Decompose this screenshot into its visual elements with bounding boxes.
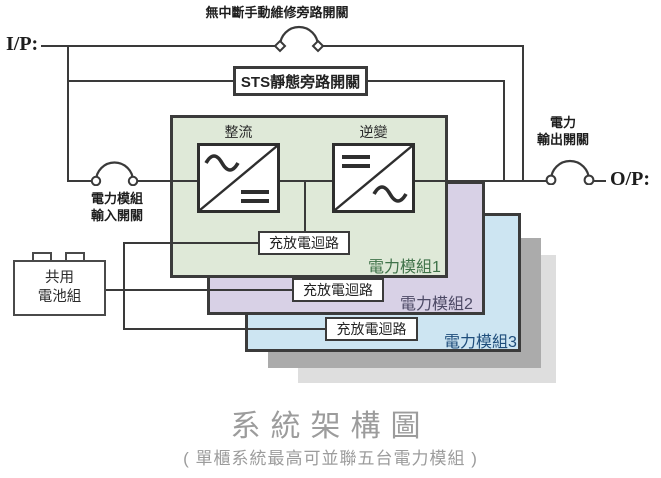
- inverter-icon: [332, 143, 415, 213]
- charge-circuit-box-module1: 充放電迴路: [258, 231, 350, 255]
- wire-input-bus: [41, 45, 275, 47]
- shared-battery-box: 共用 電池組: [13, 260, 106, 316]
- wire-bypass-bus: [323, 45, 524, 47]
- wire-switch-to-output: [593, 180, 606, 182]
- wire-rectifier-to-inverter: [280, 180, 332, 182]
- sts-bypass-switch-box: STS靜態旁路開關: [233, 66, 368, 96]
- manual-bypass-switch-label: 無中斷手動維修旁路開關: [205, 5, 349, 20]
- module-input-switch-icon: [90, 161, 138, 186]
- diagram-title: 系統架構圖: [230, 410, 431, 443]
- wire-sts-left: [67, 80, 233, 82]
- wire-switch-to-rectifier: [137, 180, 198, 182]
- rectifier-icon: [197, 143, 280, 213]
- wire-sts-right: [368, 80, 504, 82]
- manual-bypass-switch-icon: [273, 25, 325, 53]
- power-module-3-label: 電力模組3: [444, 334, 517, 351]
- sts-bypass-switch-label: STS靜態旁路開關: [240, 73, 361, 91]
- diagram-subtitle: ( 單櫃系統最高可並聯五台電力模組 ): [183, 449, 478, 468]
- rectifier-label: 整流: [224, 124, 253, 140]
- wire-sts-drop: [503, 80, 505, 182]
- output-switch-label: 電力 輸出開關: [536, 115, 589, 147]
- wire-input-branch: [67, 45, 69, 181]
- wire-to-input-switch: [67, 180, 92, 182]
- output-switch-icon: [545, 159, 595, 185]
- wire-battery-to-module3: [123, 328, 325, 330]
- input-terminal-label: I/P:: [6, 33, 39, 55]
- charge-circuit-box-module2: 充放電迴路: [292, 278, 384, 302]
- output-terminal-label: O/P:: [610, 168, 650, 190]
- wire-dc-bus-drop: [304, 181, 306, 232]
- wire-battery-riser: [123, 242, 125, 330]
- wire-battery-to-module1: [123, 242, 258, 244]
- power-module-1-label: 電力模組1: [368, 259, 441, 276]
- wire-bypass-drop: [522, 45, 524, 182]
- inverter-label: 逆變: [359, 124, 388, 140]
- power-module-2-label: 電力模組2: [400, 296, 473, 313]
- wire-battery-to-module2: [106, 289, 292, 291]
- charge-circuit-box-module3: 充放電迴路: [325, 317, 418, 341]
- wire-inverter-to-output: [415, 180, 547, 182]
- module-input-switch-label: 電力模組 輸入開關: [90, 191, 143, 223]
